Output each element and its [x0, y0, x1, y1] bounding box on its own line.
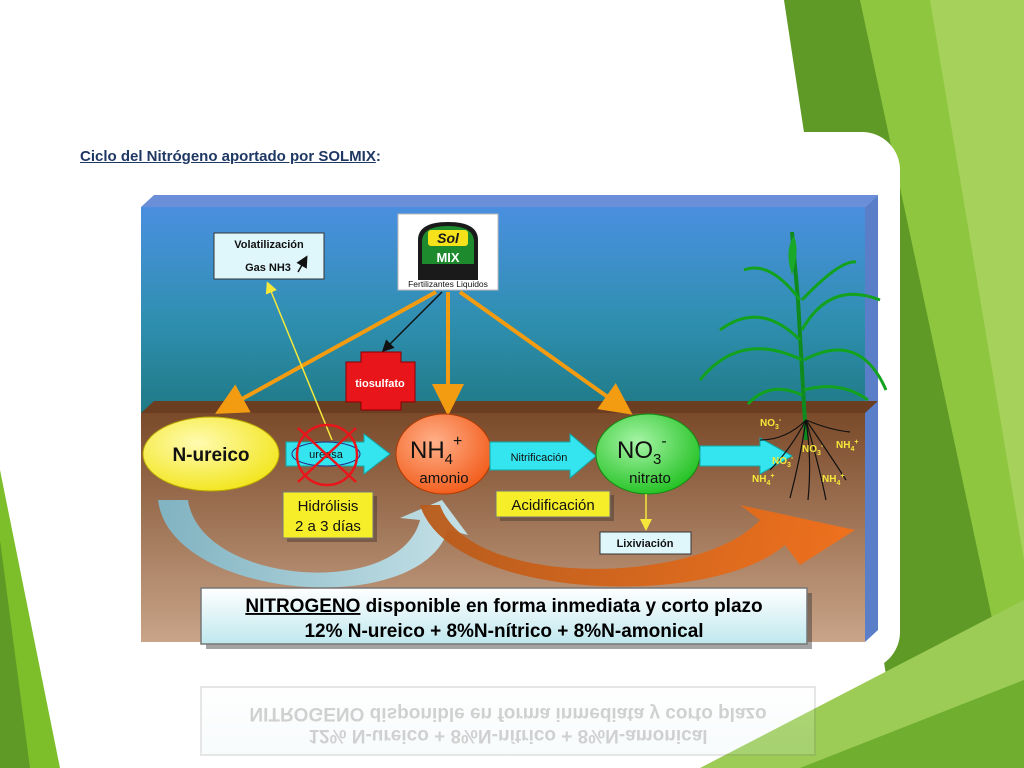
acidification-label: Acidificación	[511, 497, 594, 514]
logo-to-urea-arrow	[214, 290, 437, 414]
ammonium-subscript: 4	[445, 451, 453, 468]
green-deco-shape	[930, 0, 1024, 560]
volatilization-label: Volatilización	[234, 239, 304, 251]
urease-to-volatilization-line	[265, 281, 333, 441]
reflection-line-1-rest: disponible en forma inmediata y corto pl…	[364, 703, 767, 724]
gas-nh3-label: Gas NH3	[245, 262, 291, 274]
summary-reflection: 12% N-ureico + 8%N-nítrico + 8%N-amonica…	[200, 686, 816, 756]
nitrate-name: nitrato	[629, 470, 671, 487]
root-nh4-label: NH4+	[836, 439, 858, 453]
summary-line-2: 12% N-ureico + 8%N-nítrico + 8%N-amonica…	[304, 621, 703, 642]
hydrolysis-label: Hidrólisis	[298, 498, 359, 515]
ammonium-superscript: +	[453, 433, 462, 450]
leaching-box	[599, 531, 692, 555]
diagram-frame-top	[141, 195, 878, 207]
hydrolysis-curve-arrow	[158, 500, 468, 588]
acidification-box	[495, 490, 611, 518]
logo-to-nitrate-arrow	[458, 290, 633, 415]
summary-line-1: NITROGENO disponible en forma inmediata …	[245, 596, 762, 617]
slide-title-colon: :	[375, 148, 381, 165]
nitrate-to-plant-arrow	[699, 437, 794, 475]
nitrification-arrow	[489, 432, 597, 480]
urease-ellipse	[291, 441, 361, 467]
slide-title: Ciclo del Nitrógeno aportado por SOLMIX:	[80, 148, 381, 165]
urease-cross-line	[297, 427, 357, 483]
green-deco-shape	[0, 540, 30, 768]
solmix-logo-yellow	[428, 230, 468, 246]
urease-blocked-icon	[295, 423, 359, 487]
thiosulfate-label: tiosulfato	[355, 378, 405, 390]
reflection-bold-word: NITROGENO	[249, 703, 365, 724]
root-nh4-label: NH4+	[822, 473, 844, 487]
green-deco-shape	[800, 680, 1024, 768]
hydrolysis-box	[282, 491, 374, 539]
ammonium-name: amonio	[419, 470, 468, 487]
reflection-line-1: NITROGENO disponible en forma inmediata …	[202, 702, 814, 724]
summary-bold-word: NITROGENO	[245, 596, 360, 617]
summary-line-1-rest: disponible en forma inmediata y corto pl…	[360, 596, 762, 617]
acidification-curve-arrow	[420, 505, 855, 587]
plant-roots	[759, 419, 851, 501]
root-no3-label: NO3-	[760, 417, 782, 431]
root-nh4-label: NH4+	[752, 473, 774, 487]
nitrate-superscript: -	[661, 433, 666, 450]
nitrate-formula: NO3-	[617, 433, 667, 468]
nitrate-subscript: 3	[653, 451, 661, 468]
n-ureico-label: N-ureico	[172, 445, 249, 466]
ammonium-formula: NH4+	[410, 433, 462, 468]
leaching-label: Lixiviación	[617, 538, 674, 550]
root-no3-label: NO3-	[802, 443, 824, 457]
soil-top-edge	[141, 401, 878, 413]
ammonium-symbol: NH	[410, 437, 445, 464]
plant-illustration	[698, 231, 888, 441]
solmix-logo-mix: MIX	[436, 250, 459, 265]
root-nutrient-labels: NO3- NO3- NO3- NH4+ NH4+ NH4+	[752, 417, 858, 487]
solmix-logo-sol: Sol	[437, 230, 460, 246]
nitrate-symbol: NO	[617, 437, 653, 464]
hydrolysis-duration: 2 a 3 días	[295, 518, 361, 535]
solmix-logo-caption: Fertilizantes Liquidos	[408, 279, 488, 289]
thiosulfate-cross	[345, 351, 416, 411]
nitrification-label: Nitrificación	[511, 452, 568, 464]
logo-to-thiosulfate-arrow	[381, 291, 443, 353]
gas-up-arrow-icon	[296, 255, 308, 273]
n-ureico-node	[142, 416, 280, 492]
summary-box	[200, 587, 808, 645]
root-no3-label: NO3-	[772, 455, 794, 469]
reflection-line-2: 12% N-ureico + 8%N-nítrico + 8%N-amonica…	[308, 725, 708, 746]
diagram-frame-side	[865, 195, 878, 642]
slide-title-text: Ciclo del Nitrógeno aportado por SOLMIX	[80, 148, 376, 165]
